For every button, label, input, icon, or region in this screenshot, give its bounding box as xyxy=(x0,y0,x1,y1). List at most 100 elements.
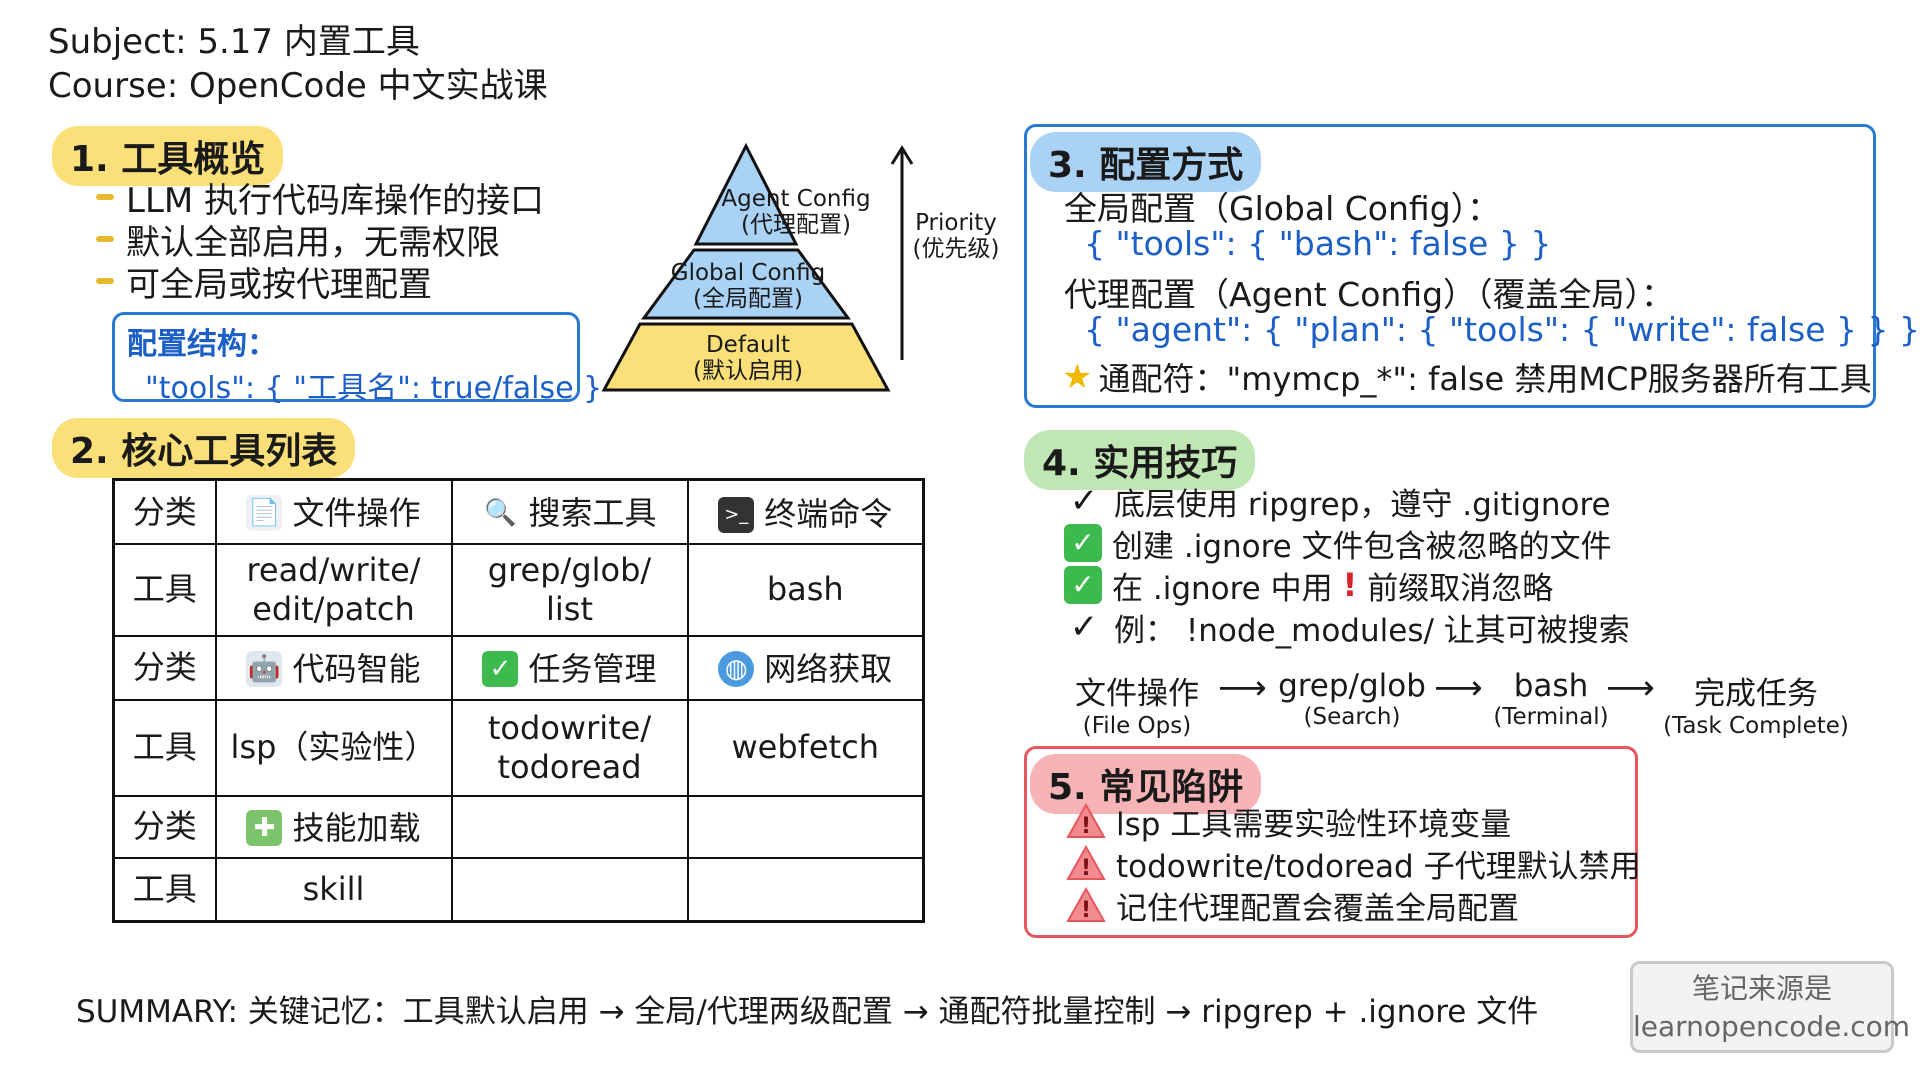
globe-icon: ◍ xyxy=(718,650,755,687)
tool-cell: lsp（实验性） xyxy=(214,698,453,797)
star-icon: ★ xyxy=(1062,357,1093,397)
pitfalls-list: ! lsp 工具需要实验性环境变量 ! todowrite/todoread 子… xyxy=(1066,800,1641,927)
row-type-cell: 分类 xyxy=(112,794,217,859)
section1-bullets: LLM 执行代码库操作的接口 默认全部启用，无需权限 可全局或按代理配置 xyxy=(96,176,544,305)
subject-line: Subject: 5.17 内置工具 xyxy=(48,22,420,62)
config-methods-box xyxy=(1024,124,1876,408)
pyramid-base-label: Default (默认启用) xyxy=(693,332,803,384)
category-cell: 📄文件操作 xyxy=(214,478,453,545)
pitfall-item: ! 记住代理配置会覆盖全局配置 xyxy=(1066,884,1641,927)
exclamation-icon: ! xyxy=(1342,566,1358,604)
pitfall-item: ! todowrite/todoread 子代理默认禁用 xyxy=(1066,842,1641,885)
empty-cell xyxy=(686,856,925,923)
pyramid-mid-tier xyxy=(641,248,851,320)
row-type-cell: 工具 xyxy=(112,856,217,923)
category-cell: ✓任务管理 xyxy=(450,634,689,701)
pyramid-top-tier xyxy=(693,142,799,246)
arrow-head-icon xyxy=(890,145,914,165)
pyramid-top-label: Agent Config (代理配置) xyxy=(721,186,871,238)
wildcard-line: ★ 通配符："mymcp_*": false 禁用MCP服务器所有工具 xyxy=(1062,357,1872,398)
row-type-cell: 工具 xyxy=(112,698,217,797)
category-cell: 🔍搜索工具 xyxy=(450,478,689,545)
row-type-cell: 工具 xyxy=(112,542,217,637)
warning-icon: ! xyxy=(1066,845,1106,881)
dash-icon xyxy=(96,194,114,200)
section4-title: 4. 实用技巧 xyxy=(1024,430,1256,490)
table-row: 工具 lsp（实验性） todowrite/todoread webfetch xyxy=(112,698,925,797)
tool-cell: grep/glob/list xyxy=(450,542,689,637)
pitfalls-box xyxy=(1024,746,1638,938)
arrow-right-icon: ⟶ xyxy=(1218,668,1267,708)
bullet-item: 可全局或按代理配置 xyxy=(96,260,544,305)
config-structure-box: 配置结构： "tools": { "工具名": true/false } xyxy=(112,312,602,406)
tool-cell: todowrite/todoread xyxy=(450,698,689,797)
flow-step: 完成任务 (Task Complete) xyxy=(1663,676,1849,739)
puzzle-icon: ✚ xyxy=(246,809,283,846)
watermark-badge: 笔记来源是 learnopencode.com xyxy=(1630,961,1910,1053)
tool-cell: bash xyxy=(686,542,925,637)
svg-text:!: ! xyxy=(1081,814,1091,839)
dash-icon xyxy=(96,278,114,284)
svg-text:!: ! xyxy=(1081,898,1091,923)
table-row: 分类 🤖代码智能 ✓任务管理 ◍网络获取 xyxy=(112,634,925,701)
svg-text:!: ! xyxy=(1081,856,1091,881)
core-tools-table: 分类 📄文件操作 🔍搜索工具 >_终端命令 工具 read/write/edit… xyxy=(112,478,925,923)
tip-item: ✓创建 .ignore 文件包含被忽略的文件 xyxy=(1064,522,1630,565)
pitfall-item: ! lsp 工具需要实验性环境变量 xyxy=(1066,800,1641,843)
document-icon: 📄 xyxy=(246,495,283,532)
category-cell: 🤖代码智能 xyxy=(214,634,453,701)
section3-title: 3. 配置方式 xyxy=(1030,132,1262,192)
tool-cell: skill xyxy=(214,856,453,923)
pyramid-mid-label: Global Config (全局配置) xyxy=(670,260,826,312)
category-cell: ◍网络获取 xyxy=(686,634,925,701)
section5-title: 5. 常见陷阱 xyxy=(1030,754,1262,814)
green-check-icon: ✓ xyxy=(1064,566,1102,604)
green-check-icon: ✓ xyxy=(1064,524,1102,562)
empty-cell xyxy=(686,794,925,859)
priority-label: Priority (优先级) xyxy=(912,210,1000,262)
table-row: 工具 skill xyxy=(112,856,925,923)
tips-list: ✓底层使用 ripgrep，遵守 .gitignore ✓创建 .ignore … xyxy=(1064,480,1630,649)
terminal-icon: >_ xyxy=(718,496,755,533)
magnifier-icon: 🔍 xyxy=(484,498,517,529)
workflow: 文件操作 (File Ops) ⟶ grep/glob (Search) ⟶ b… xyxy=(1068,668,1868,739)
global-config-label: 全局配置（Global Config）： xyxy=(1064,189,1501,228)
warning-icon: ! xyxy=(1066,803,1106,839)
arrow-right-icon: ⟶ xyxy=(1434,668,1483,708)
tip-item: ✓底层使用 ripgrep，遵守 .gitignore xyxy=(1064,480,1630,523)
row-type-cell: 分类 xyxy=(112,478,217,545)
tool-cell: read/write/edit/patch xyxy=(214,542,453,637)
config-structure-label: 配置结构： xyxy=(127,327,277,362)
tip-item: ✓例： !node_modules/ 让其可被搜索 xyxy=(1064,606,1630,649)
agent-config-label: 代理配置（Agent Config）（覆盖全局）： xyxy=(1064,275,1675,314)
tip-item: ✓在 .ignore 中用!前缀取消忽略 xyxy=(1064,564,1630,607)
config-structure-code: "tools": { "工具名": true/false } xyxy=(145,371,603,406)
section1-title: 1. 工具概览 xyxy=(52,126,284,186)
agent-config-code: { "agent": { "plan": { "tools": { "write… xyxy=(1084,310,1920,349)
flow-step: 文件操作 (File Ops) xyxy=(1075,676,1199,739)
flow-step: grep/glob (Search) xyxy=(1278,668,1426,730)
course-line: Course: OpenCode 中文实战课 xyxy=(48,66,548,106)
table-row: 分类 ✚技能加载 xyxy=(112,794,925,859)
tool-cell: webfetch xyxy=(686,698,925,797)
summary-line: SUMMARY: 关键记忆：工具默认启用 → 全局/代理两级配置 → 通配符批量… xyxy=(76,994,1539,1030)
row-type-cell: 分类 xyxy=(112,634,217,701)
check-icon: ✓ xyxy=(1069,607,1099,647)
table-row: 分类 📄文件操作 🔍搜索工具 >_终端命令 xyxy=(112,478,925,545)
priority-pyramid xyxy=(601,142,914,392)
category-cell: >_终端命令 xyxy=(686,478,925,545)
warning-icon: ! xyxy=(1066,887,1106,923)
flow-step: bash (Terminal) xyxy=(1493,668,1609,730)
global-config-code: { "tools": { "bash": false } } xyxy=(1084,224,1552,263)
arrow-right-icon: ⟶ xyxy=(1606,668,1655,708)
checkbox-icon: ✓ xyxy=(482,650,519,687)
bullet-item: 默认全部启用，无需权限 xyxy=(96,218,544,263)
empty-cell xyxy=(450,856,689,923)
bullet-item: LLM 执行代码库操作的接口 xyxy=(96,176,544,221)
category-cell: ✚技能加载 xyxy=(214,794,453,859)
section2-title: 2. 核心工具列表 xyxy=(52,418,356,478)
pyramid-base-tier xyxy=(601,322,891,392)
empty-cell xyxy=(450,794,689,859)
check-icon: ✓ xyxy=(1069,481,1099,521)
table-row: 工具 read/write/edit/patch grep/glob/list … xyxy=(112,542,925,637)
